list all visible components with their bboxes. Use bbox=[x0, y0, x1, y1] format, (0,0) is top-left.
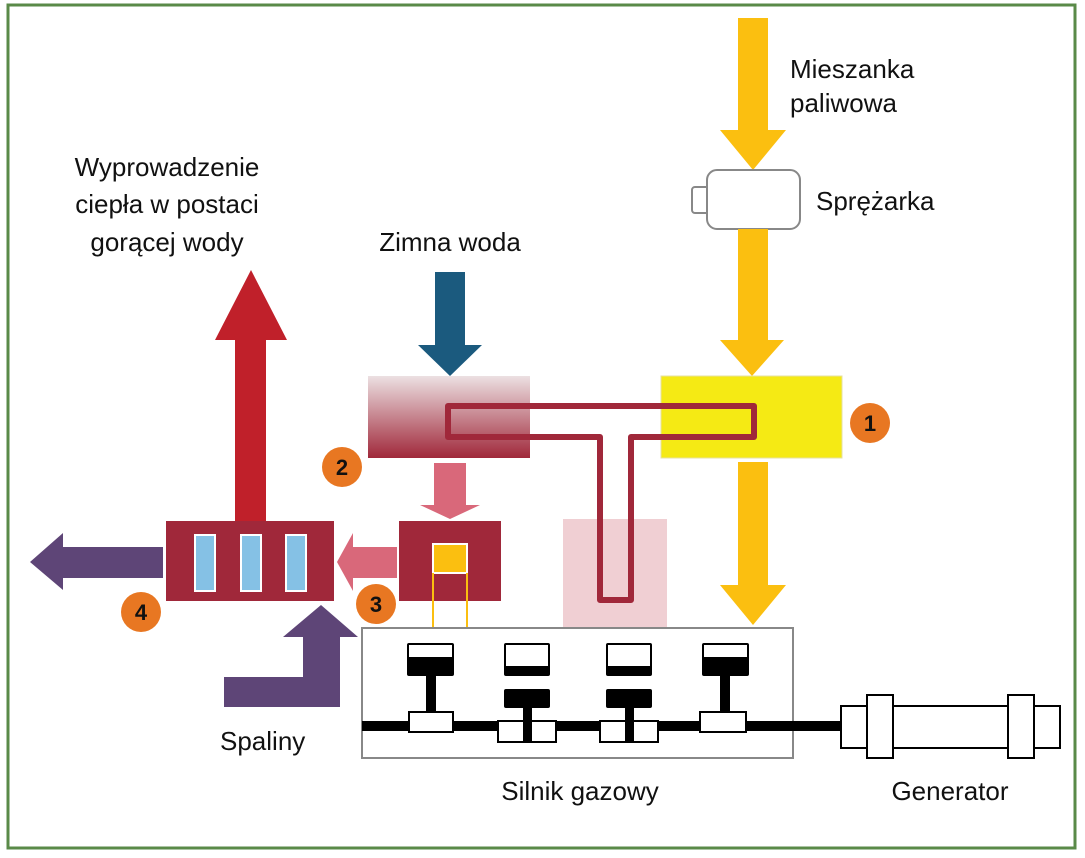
svg-text:3: 3 bbox=[370, 592, 382, 617]
compressor-icon bbox=[691, 169, 801, 230]
fuel-arrow-in bbox=[720, 18, 786, 170]
fuel-mix-label: paliwowa bbox=[790, 88, 897, 118]
hot-flow-arrow-down bbox=[420, 463, 480, 519]
heat-out-label: ciepła w postaci bbox=[75, 189, 259, 219]
exhaust-label: Spaliny bbox=[220, 726, 305, 756]
svg-text:4: 4 bbox=[135, 600, 148, 625]
exhaust-heater-core bbox=[432, 543, 468, 574]
badge-1: 1 bbox=[850, 403, 890, 443]
cold-water-label: Zimna woda bbox=[379, 227, 521, 257]
badge-3: 3 bbox=[356, 584, 396, 624]
engine-label: Silnik gazowy bbox=[501, 776, 659, 806]
svg-text:1: 1 bbox=[864, 411, 876, 436]
fuel-mix-label: Mieszanka bbox=[790, 54, 915, 84]
exhaust-in-arrow bbox=[224, 605, 358, 707]
exhaust-out-arrow bbox=[30, 533, 163, 590]
heat-out-label: gorącej wody bbox=[90, 227, 243, 257]
svg-text:2: 2 bbox=[336, 455, 348, 480]
coolant-loop bbox=[445, 403, 757, 603]
badge-2: 2 bbox=[322, 447, 362, 487]
gas-engine bbox=[361, 627, 842, 759]
hot-water-arrow bbox=[215, 270, 287, 521]
hot-flow-arrow-left bbox=[337, 533, 397, 591]
generator-label: Generator bbox=[891, 776, 1008, 806]
badge-4: 4 bbox=[121, 592, 161, 632]
exchanger-tube bbox=[285, 534, 307, 592]
fuel-arrow-compressed bbox=[720, 229, 784, 376]
exchanger-tube bbox=[194, 534, 216, 592]
fuel-arrow-to-engine bbox=[720, 462, 786, 625]
compressor-label: Sprężarka bbox=[816, 186, 935, 216]
generator-icon bbox=[840, 694, 1061, 759]
heat-out-label: Wyprowadzenie bbox=[75, 152, 260, 182]
exchanger-tube bbox=[240, 534, 262, 592]
cold-water-arrow bbox=[418, 272, 482, 376]
engine-jacket bbox=[563, 519, 667, 628]
